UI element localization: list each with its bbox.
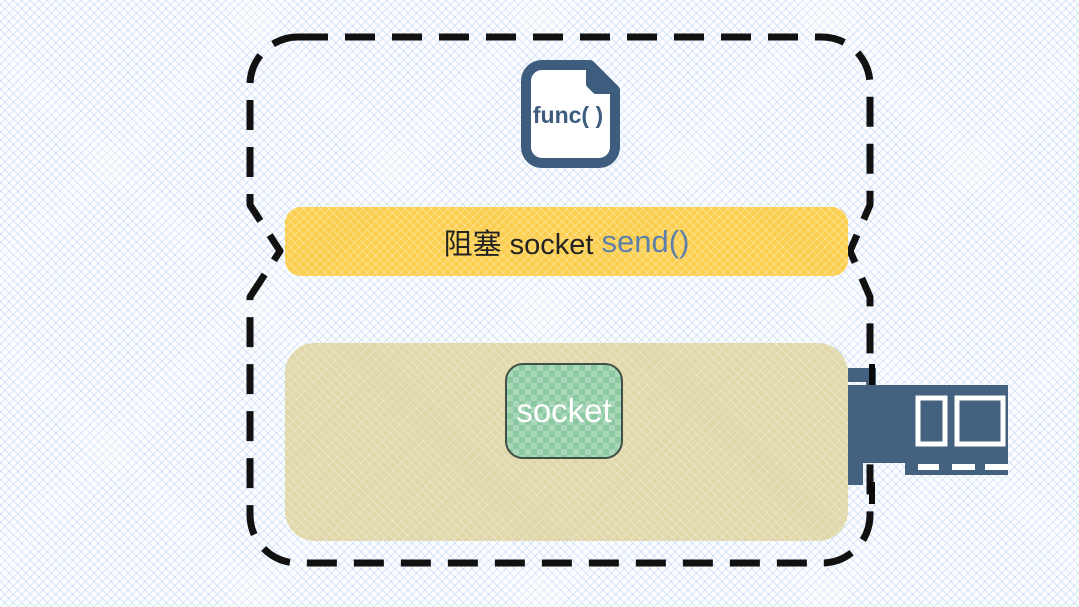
socket-label: socket <box>516 392 612 429</box>
banner-text-send-call: send() <box>601 223 690 259</box>
function-file-icon: func( ) <box>521 60 620 168</box>
network-card-icon <box>848 364 1008 504</box>
nic-bracket-line-top <box>869 364 875 385</box>
blocking-call-banner: 阻塞 socket send() <box>285 207 848 276</box>
nic-pin-dash-1 <box>918 464 939 470</box>
process-boundary <box>246 33 874 567</box>
nic-body <box>848 385 1008 485</box>
nic-port-small <box>915 395 948 447</box>
banner-text-prefix: 阻塞 socket <box>443 228 602 261</box>
nic-bracket-line-bottom <box>869 482 875 504</box>
function-file-label: func( ) <box>533 102 603 128</box>
nic-port-large <box>954 395 1006 447</box>
socket-box: socket <box>505 363 623 459</box>
nic-pin-dash-3 <box>985 464 1008 470</box>
nic-pin-dash-2 <box>952 464 975 470</box>
